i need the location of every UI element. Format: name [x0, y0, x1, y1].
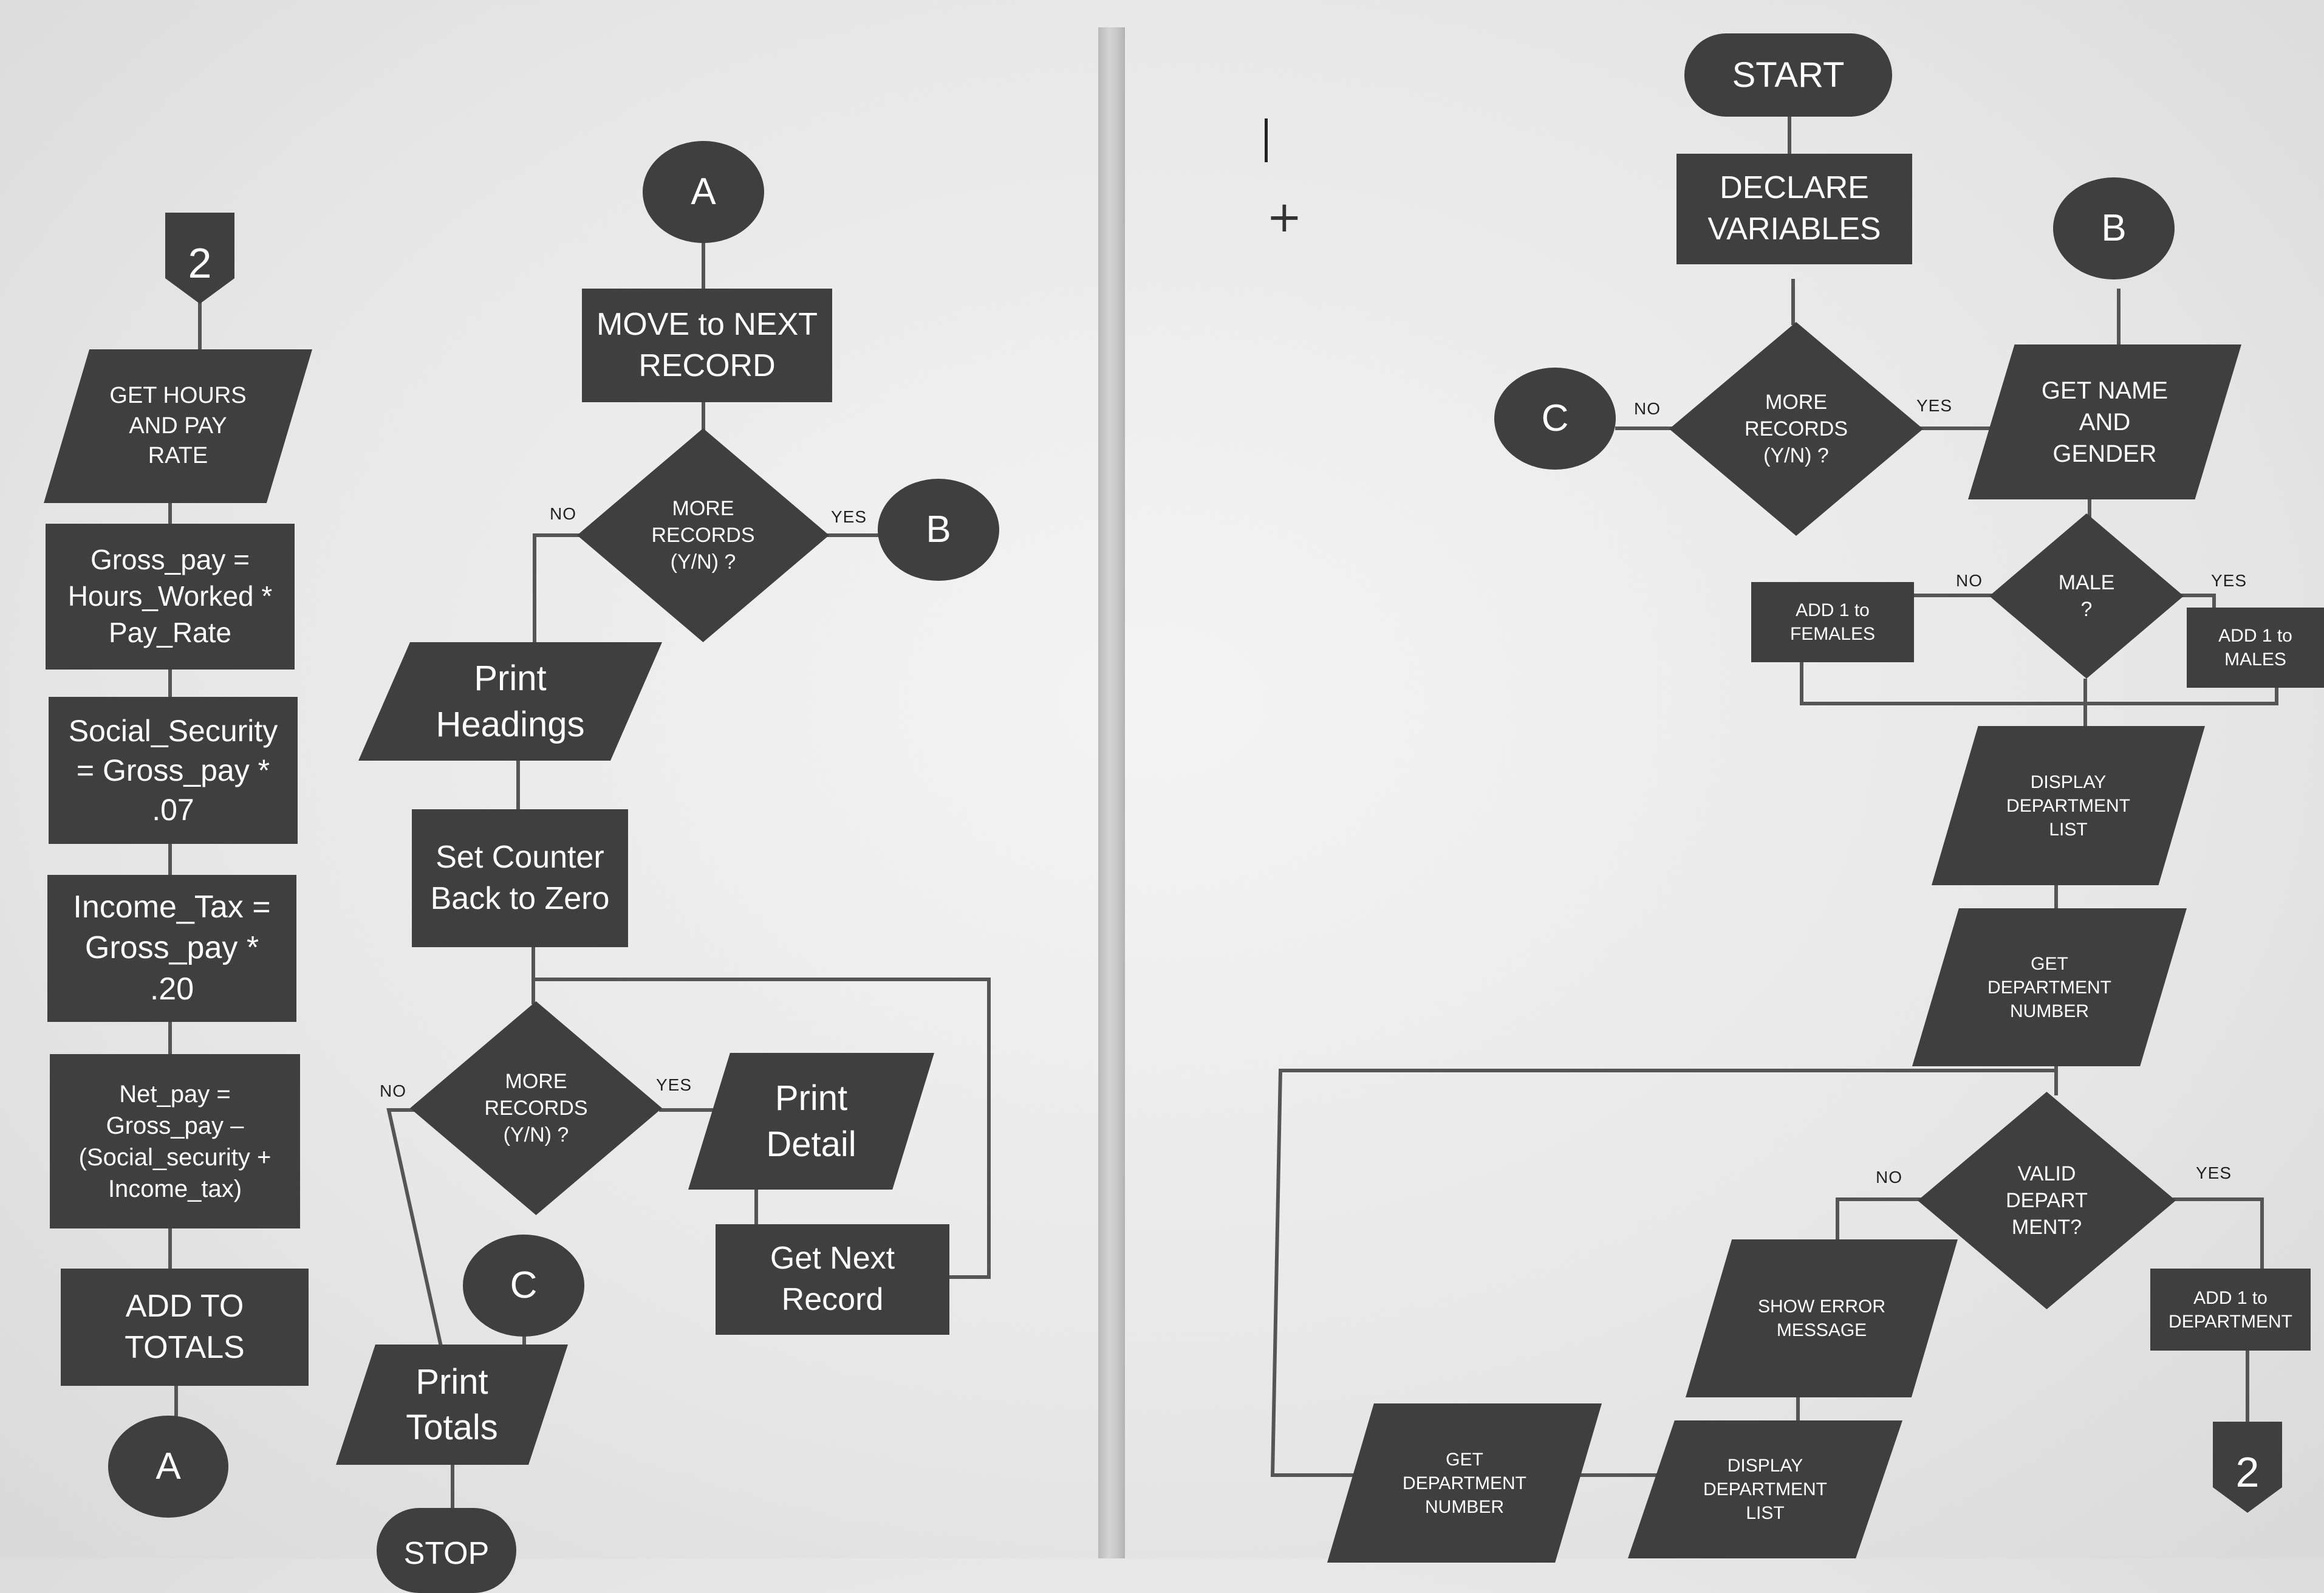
branch-label-no: NO [550, 504, 576, 523]
shape-label: DISPLAY DEPARTMENT LIST [1703, 1456, 1827, 1523]
crosshair-mark: + [1266, 192, 1302, 242]
input-get-department-number-2: GET DEPARTMENT NUMBER [1327, 1403, 1602, 1563]
connector-label: C [510, 1264, 538, 1306]
flow-line [386, 1108, 445, 1354]
branch-label-no: NO [1956, 571, 1983, 590]
cursor-bar-mark [1265, 118, 1268, 162]
connector-label: C [1541, 397, 1569, 439]
branch-label-yes: YES [656, 1075, 692, 1094]
flow-line [518, 533, 582, 646]
branch-label-no: NO [1876, 1168, 1902, 1187]
flow-line [1270, 1069, 2058, 1477]
shape-label: MOVE to NEXT RECORD [596, 306, 818, 383]
branch-label-no: NO [380, 1081, 406, 1100]
input-get-hours: GET HOURS AND PAY RATE [44, 349, 312, 503]
flow-line [1836, 1197, 1921, 1242]
flow-line [2173, 1197, 2264, 1272]
process-move-next-record: MOVE to NEXT RECORD [582, 289, 832, 402]
flow-line [531, 978, 991, 1279]
shape-label: STOP [403, 1536, 490, 1571]
process-add-females: ADD 1 to FEMALES [1751, 582, 1914, 662]
connector-label: A [691, 170, 716, 213]
connector-a-bottom: A [108, 1416, 228, 1518]
output-print-totals: Print Totals [336, 1345, 568, 1465]
connector-label: B [2101, 207, 2127, 249]
shape-label: GET HOURS AND PAY RATE [109, 383, 247, 469]
process-add-males: ADD 1 to MALES [2187, 608, 2324, 688]
page-fold-divider [1098, 27, 1125, 1558]
shape-label: ADD 1 to MALES [2218, 626, 2292, 670]
output-display-department-list-1: DISPLAY DEPARTMENT LIST [1932, 726, 2205, 885]
flow-line [1800, 659, 2278, 705]
connector-label: 2 [188, 239, 212, 287]
shape-label: VALID DEPART MENT? [2006, 1162, 2088, 1239]
shape-label: Gross_pay = Hours_Worked * Pay_Rate [67, 544, 273, 648]
shape-label: Print Detail [766, 1078, 856, 1164]
connector-lines [168, 114, 2278, 1512]
output-show-error-message: SHOW ERROR MESSAGE [1686, 1239, 1958, 1397]
shape-label: Print Headings [436, 659, 585, 744]
shape-label: Print Totals [406, 1362, 498, 1447]
process-get-next-record: Get Next Record [716, 1224, 949, 1335]
flowchart-canvas: 2 GET HOURS AND PAY RATE Gross_pay = Hou… [44, 27, 2324, 1593]
process-income-tax: Income_Tax = Gross_pay * .20 [47, 875, 296, 1022]
connector-label: A [156, 1445, 181, 1487]
connector-b-right: B [878, 479, 999, 581]
process-add-to-totals: ADD TO TOTALS [61, 1269, 309, 1386]
connector-label: 2 [2235, 1448, 2260, 1496]
terminator-stop: STOP [377, 1508, 516, 1593]
connector-b-top: B [2053, 177, 2175, 279]
shape-label: MORE RECORDS (Y/N) ? [484, 1069, 588, 1147]
shape-label: ADD 1 to DEPARTMENT [2168, 1287, 2292, 1332]
shape-label: ADD 1 to FEMALES [1789, 600, 1876, 644]
output-print-detail: Print Detail [688, 1053, 934, 1190]
branch-label-yes: YES [2211, 571, 2247, 590]
process-net-pay: Net_pay = Gross_pay – (Social_security +… [50, 1054, 300, 1228]
branch-label-yes: YES [1916, 396, 1953, 415]
process-social-security: Social_Security = Gross_pay * .07 [49, 697, 298, 844]
process-set-counter: Set Counter Back to Zero [412, 809, 628, 947]
shape-label: Net_pay = Gross_pay – (Social_security +… [78, 1080, 272, 1202]
shape-label: DISPLAY DEPARTMENT LIST [2006, 772, 2130, 840]
output-print-headings: Print Headings [358, 642, 662, 761]
shape-label: Social_Security = Gross_pay * .07 [68, 713, 278, 827]
shape-label: GET NAME AND GENDER [2041, 377, 2168, 467]
shape-label: MORE RECORDS (Y/N) ? [1744, 390, 1848, 468]
shape-label: Set Counter Back to Zero [430, 839, 610, 916]
shape-label: MORE RECORDS (Y/N) ? [651, 496, 755, 574]
input-get-department-number-1: GET DEPARTMENT NUMBER [1912, 908, 2187, 1066]
connector-c-right: C [1494, 368, 1616, 470]
shape-label: START [1732, 55, 1845, 95]
branch-label-yes: YES [831, 507, 867, 526]
process-add-department: ADD 1 to DEPARTMENT [2150, 1269, 2311, 1351]
shape-label: Income_Tax = Gross_pay * .20 [73, 889, 271, 1007]
shape-label: MALE ? [2058, 570, 2115, 621]
branch-label-yes: YES [2196, 1163, 2232, 1182]
connector-label: B [926, 508, 951, 550]
process-gross-pay: Gross_pay = Hours_Worked * Pay_Rate [46, 524, 295, 670]
shape-label: Get Next Record [770, 1241, 895, 1317]
shape-label: ADD TO TOTALS [125, 1288, 245, 1365]
shape-label: GET DEPARTMENT NUMBER [1403, 1449, 1526, 1517]
connector-a-top: A [643, 141, 764, 243]
branch-label-no: NO [1634, 399, 1661, 418]
shape-label: DECLARE VARIABLES [1707, 170, 1881, 247]
process-declare-variables: DECLARE VARIABLES [1676, 154, 1912, 264]
input-get-name-gender: GET NAME AND GENDER [1968, 344, 2241, 499]
connector-c-middle: C [463, 1235, 584, 1337]
shape-label: GET DEPARTMENT NUMBER [1987, 953, 2111, 1021]
output-display-department-list-2: DISPLAY DEPARTMENT LIST [1628, 1420, 1902, 1558]
shape-label: SHOW ERROR MESSAGE [1758, 1297, 1885, 1340]
terminator-start: START [1684, 33, 1892, 117]
